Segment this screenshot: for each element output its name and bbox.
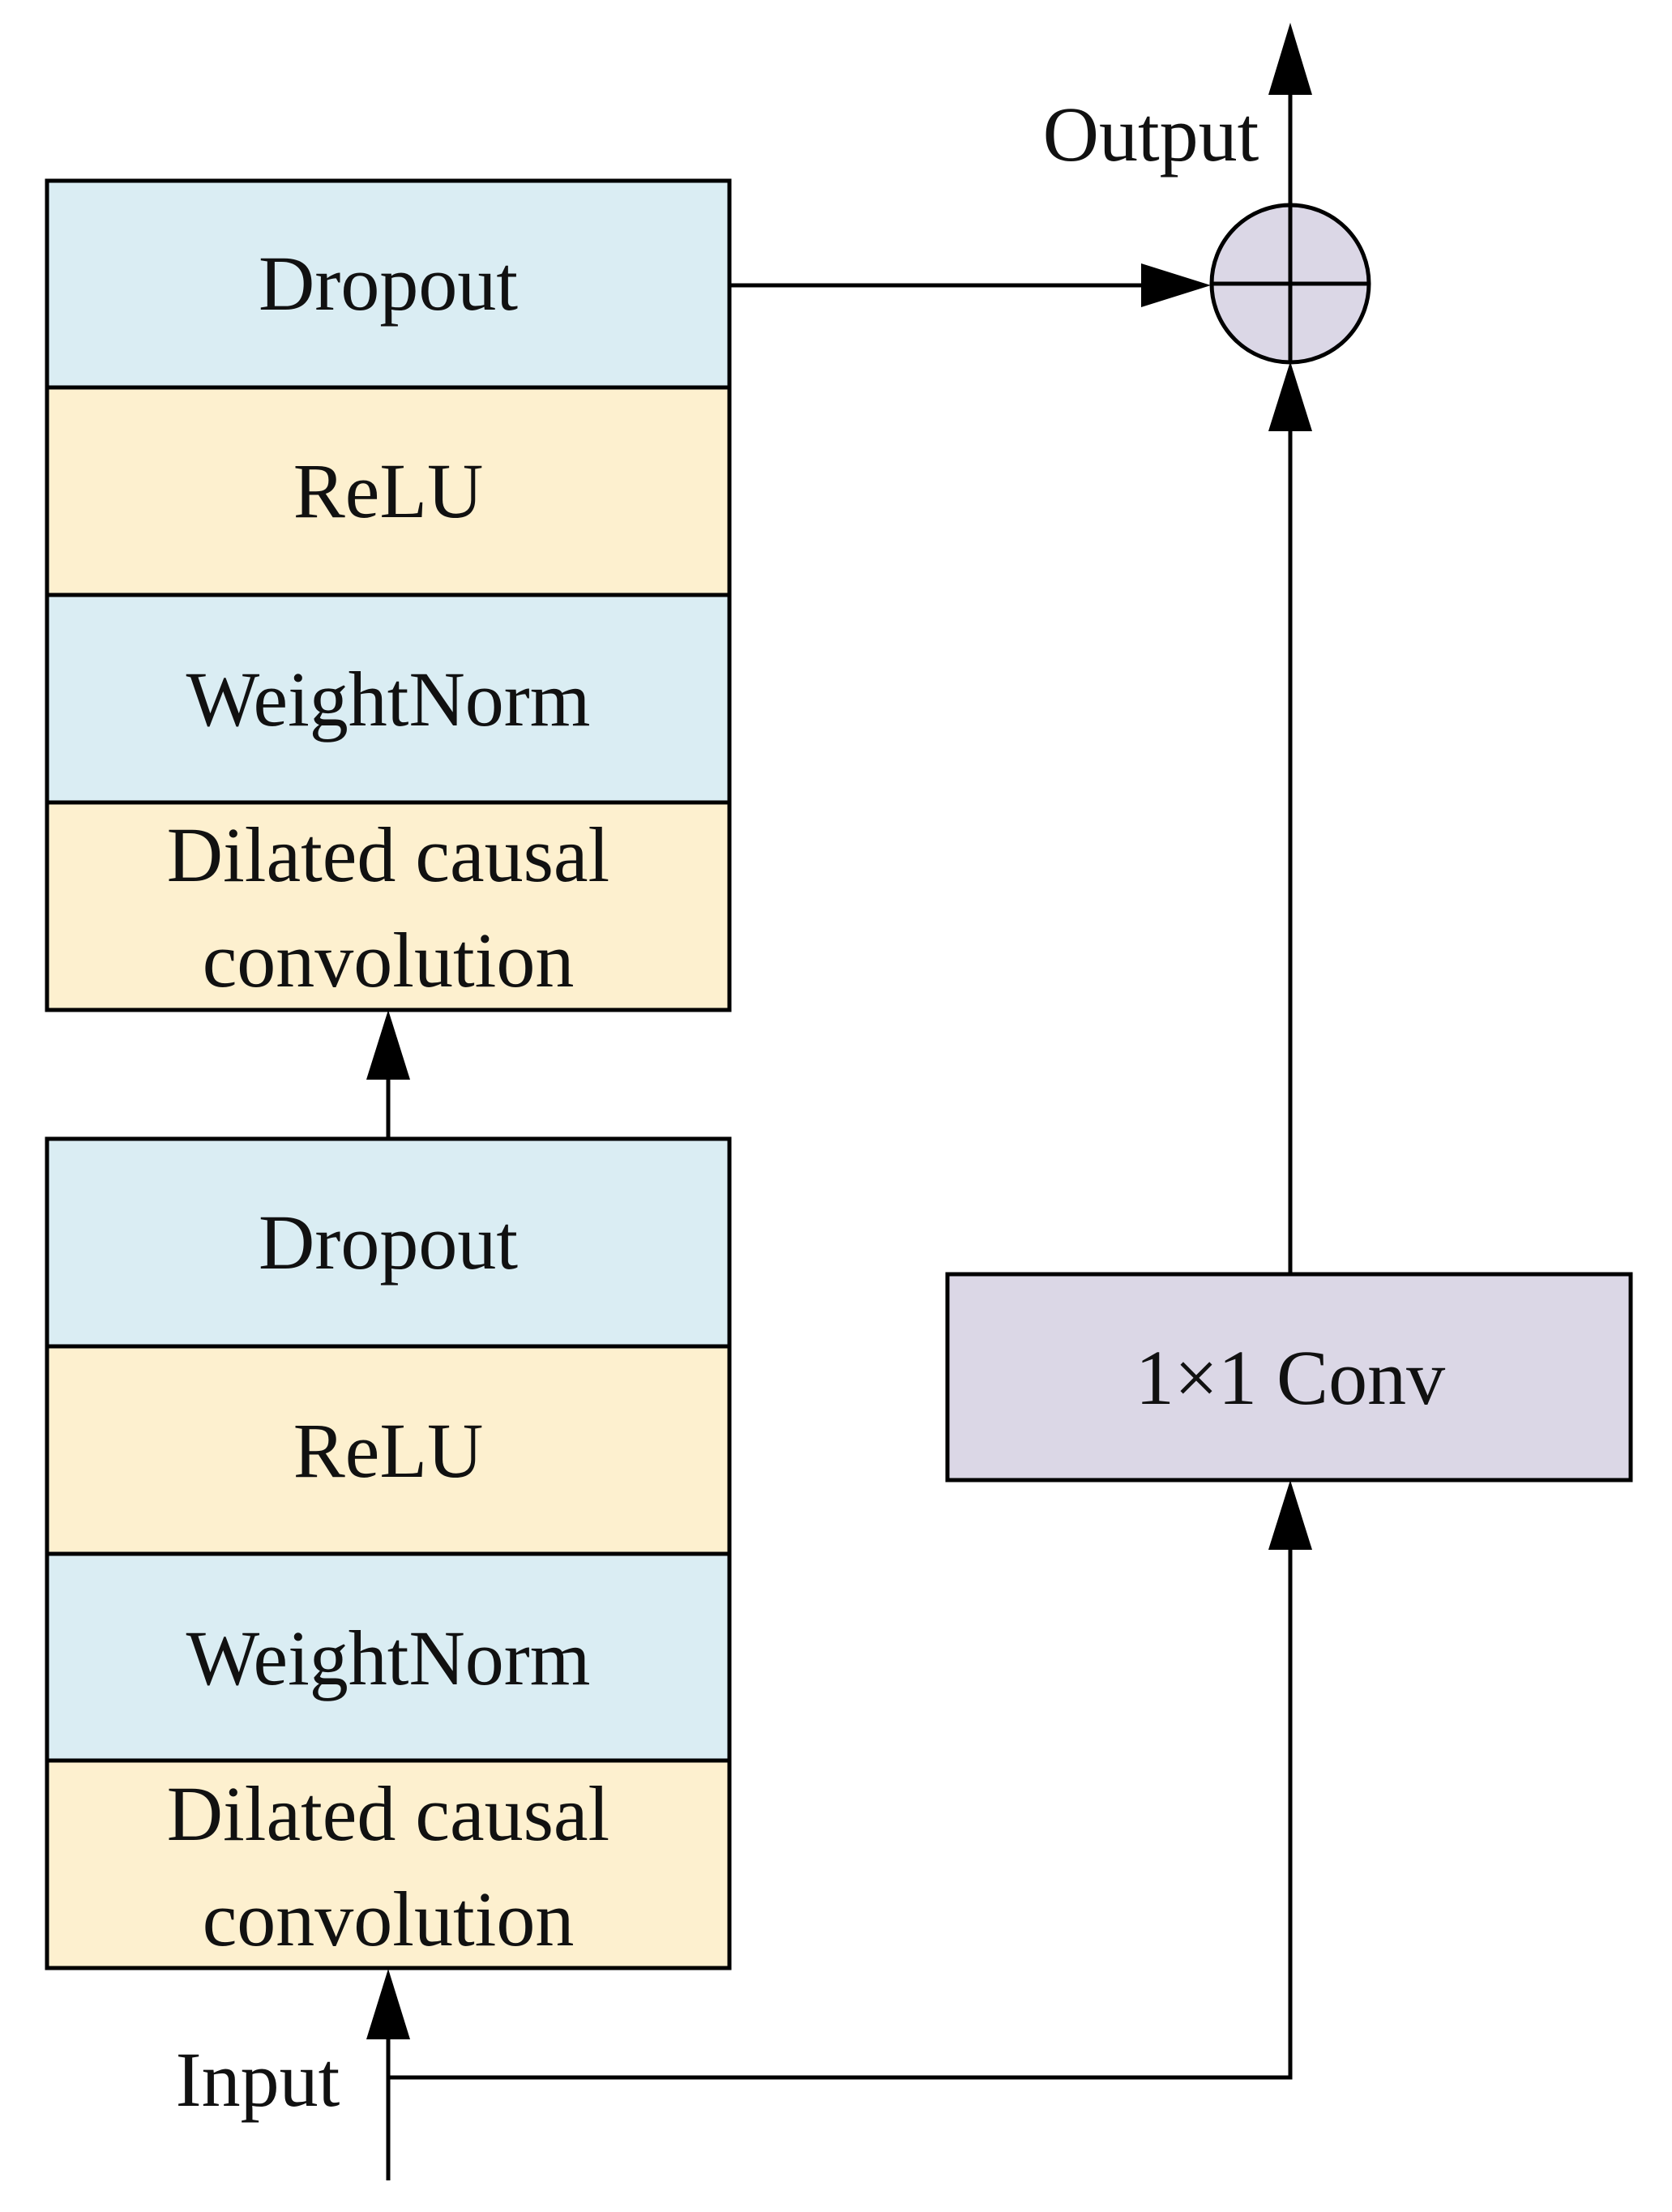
block-to-sum bbox=[729, 263, 1211, 307]
upper-dropout-layer bbox=[45, 178, 732, 390]
upper-block: Dropout ReLU WeightNorm Dilated causal c… bbox=[45, 178, 732, 1012]
lower-dilated-conv-label-line1: Dilated causal bbox=[167, 1770, 609, 1857]
sum-node bbox=[1209, 203, 1371, 365]
upper-relu-label: ReLU bbox=[293, 447, 484, 534]
input-path: Input bbox=[176, 1480, 1312, 2180]
input-arrowhead-icon bbox=[366, 1969, 410, 2039]
upper-weightnorm-label: WeightNorm bbox=[186, 656, 591, 742]
output-arrowhead-icon bbox=[1268, 23, 1312, 95]
lower-dilated-conv-layer bbox=[45, 1758, 732, 1970]
residual-to-sum bbox=[1268, 362, 1312, 1274]
sum-left-arrowhead-icon bbox=[1141, 263, 1211, 307]
lower-relu-label: ReLU bbox=[293, 1407, 484, 1494]
lower-weightnorm-label: WeightNorm bbox=[186, 1615, 591, 1701]
lower-relu-layer bbox=[45, 1344, 732, 1556]
conv1x1-box bbox=[945, 1272, 1633, 1483]
conv1x1-label: 1×1 Conv bbox=[1135, 1334, 1445, 1421]
upper-dilated-conv-label-line1: Dilated causal bbox=[167, 811, 609, 898]
arrow-lower-to-upper bbox=[366, 1010, 410, 1139]
output-path: Output bbox=[1043, 23, 1312, 205]
upper-dilated-conv-label-line2: convolution bbox=[203, 917, 575, 1003]
conv1x1-arrowhead-icon bbox=[1268, 1480, 1312, 1550]
upper-dilated-conv-layer bbox=[45, 800, 732, 1012]
upper-relu-layer bbox=[45, 385, 732, 597]
arrowhead-up-icon bbox=[366, 1010, 410, 1080]
input-label: Input bbox=[176, 2036, 340, 2123]
upper-dropout-label: Dropout bbox=[259, 240, 518, 327]
output-label: Output bbox=[1043, 91, 1259, 178]
upper-weightnorm-layer bbox=[45, 593, 732, 805]
lower-block: Dropout ReLU WeightNorm Dilated causal c… bbox=[45, 1136, 732, 1970]
lower-dropout-label: Dropout bbox=[259, 1199, 518, 1286]
lower-dilated-conv-label-line2: convolution bbox=[203, 1876, 575, 1962]
conv1x1-node: 1×1 Conv bbox=[945, 1272, 1633, 1483]
sum-bottom-arrowhead-icon bbox=[1268, 362, 1312, 431]
lower-dropout-layer bbox=[45, 1136, 732, 1349]
input-residual-branch-line bbox=[388, 1548, 1293, 2080]
